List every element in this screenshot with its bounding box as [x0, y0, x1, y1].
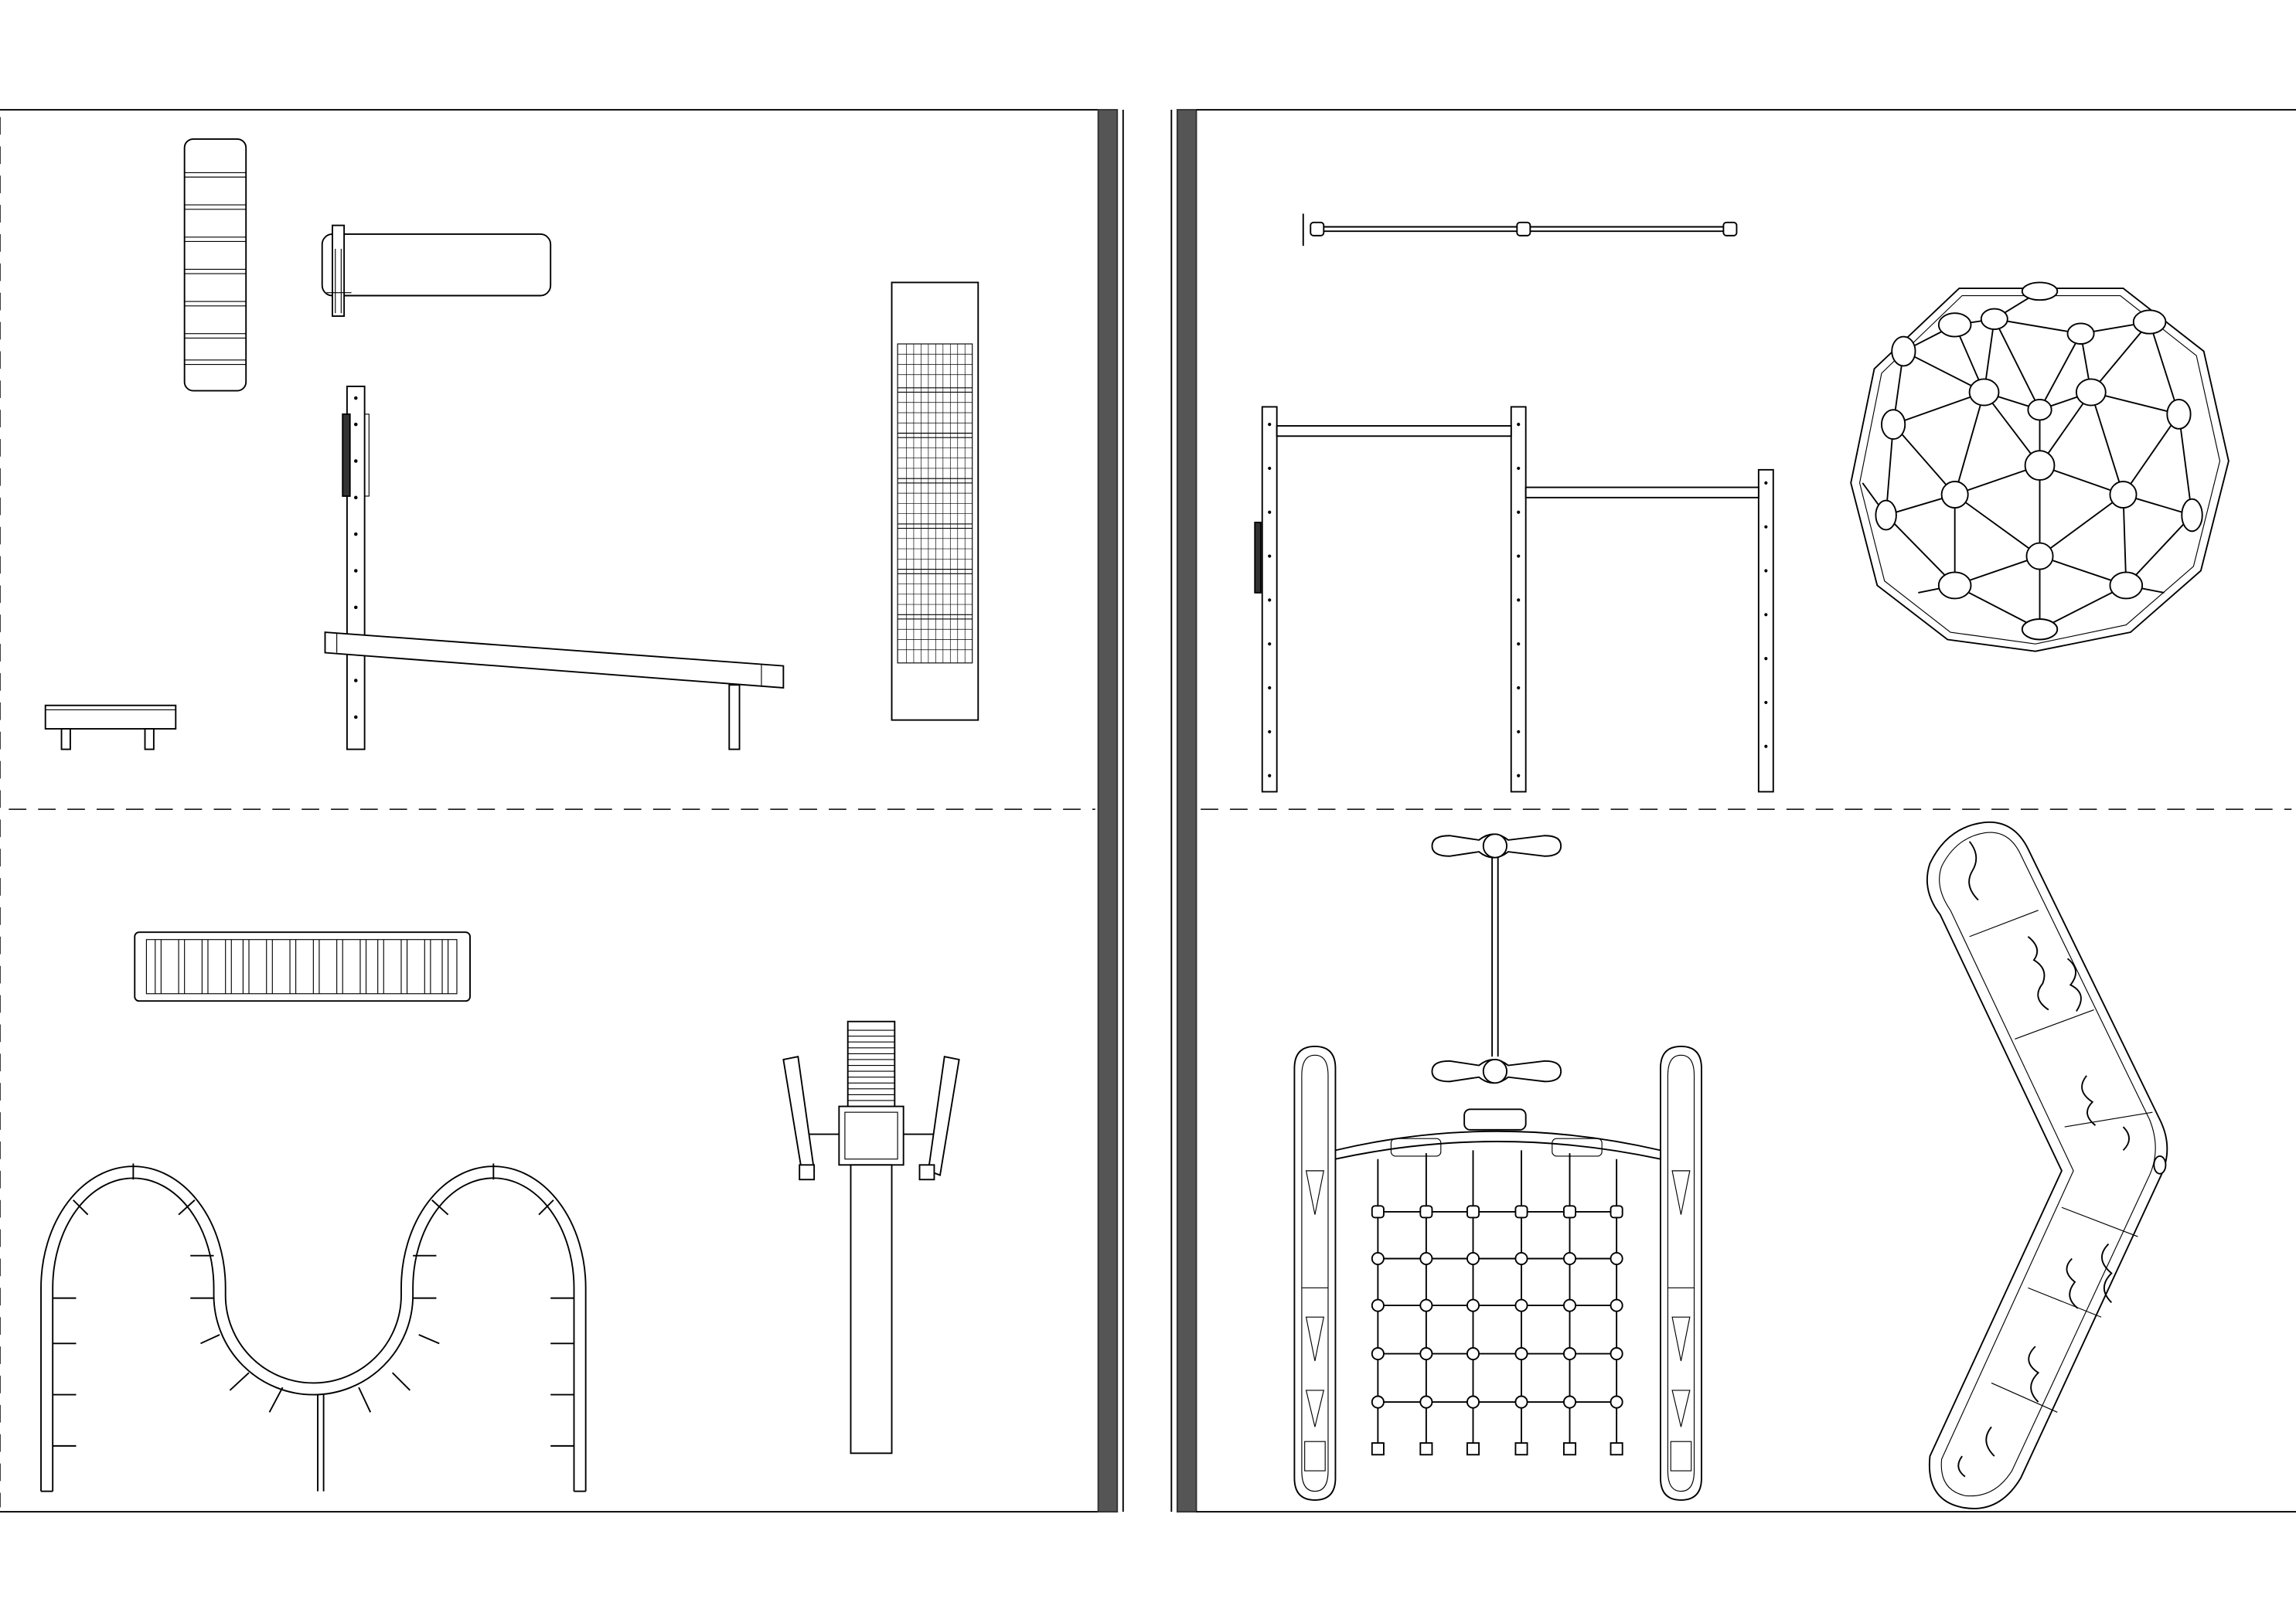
right-sheet-edge-bar	[1176, 109, 1197, 1513]
climbing-net-frame	[1293, 1045, 1702, 1501]
curved-climbing-wall	[1926, 821, 2168, 1509]
rotary-machine	[782, 1020, 960, 1455]
geodesic-dome	[1850, 281, 2230, 652]
low-bench	[44, 704, 177, 750]
pull-up-bar-plan	[1302, 213, 1738, 247]
left-sheet-edge-bar	[1097, 109, 1119, 1513]
seesaw-bar	[1431, 833, 1562, 1084]
vertical-net-panel	[891, 281, 979, 721]
right-sheet-frame	[1170, 109, 2296, 1513]
serpentine-arch	[40, 1163, 587, 1492]
step-ladder-plan	[183, 138, 247, 392]
horizontal-ladder	[134, 931, 471, 1002]
incline-bench-side	[324, 385, 785, 750]
left-sheet-frame	[0, 109, 1124, 1513]
bench-plan	[321, 224, 552, 317]
parallel-bars-side	[1254, 406, 1774, 793]
